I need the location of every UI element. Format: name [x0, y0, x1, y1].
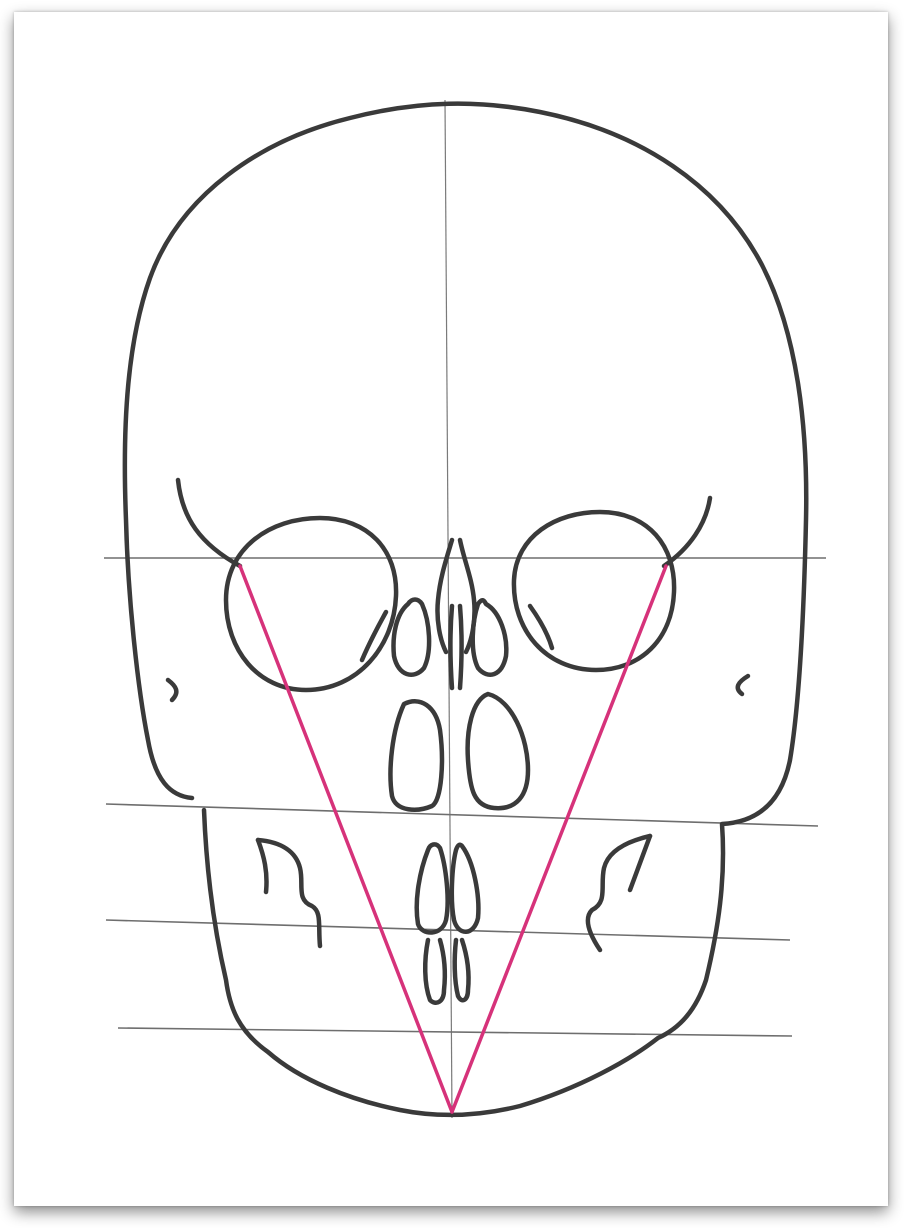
left-eye-inner-stroke [362, 612, 386, 660]
guide-line-nose-base [106, 804, 818, 826]
right-eye-socket [514, 512, 674, 670]
lower-teeth [425, 940, 468, 1003]
upper-teeth [417, 844, 479, 932]
right-cheek-contour [588, 836, 650, 950]
nasal-cavity-left [394, 600, 430, 675]
nasal-cavity-right [473, 600, 507, 675]
nasal-bridge [437, 540, 474, 652]
left-maxilla [391, 701, 442, 809]
right-cheek-tip [630, 836, 650, 890]
right-maxilla [468, 694, 528, 808]
guide-line-mouth [106, 920, 790, 940]
guide-line-chin [118, 1028, 792, 1036]
left-brow-arc [178, 480, 240, 566]
left-cheek-tip [258, 840, 267, 892]
left-temple-mark [168, 680, 176, 700]
nasal-septum [451, 606, 462, 688]
left-eye-socket [226, 518, 396, 690]
right-temple-mark [738, 676, 748, 694]
